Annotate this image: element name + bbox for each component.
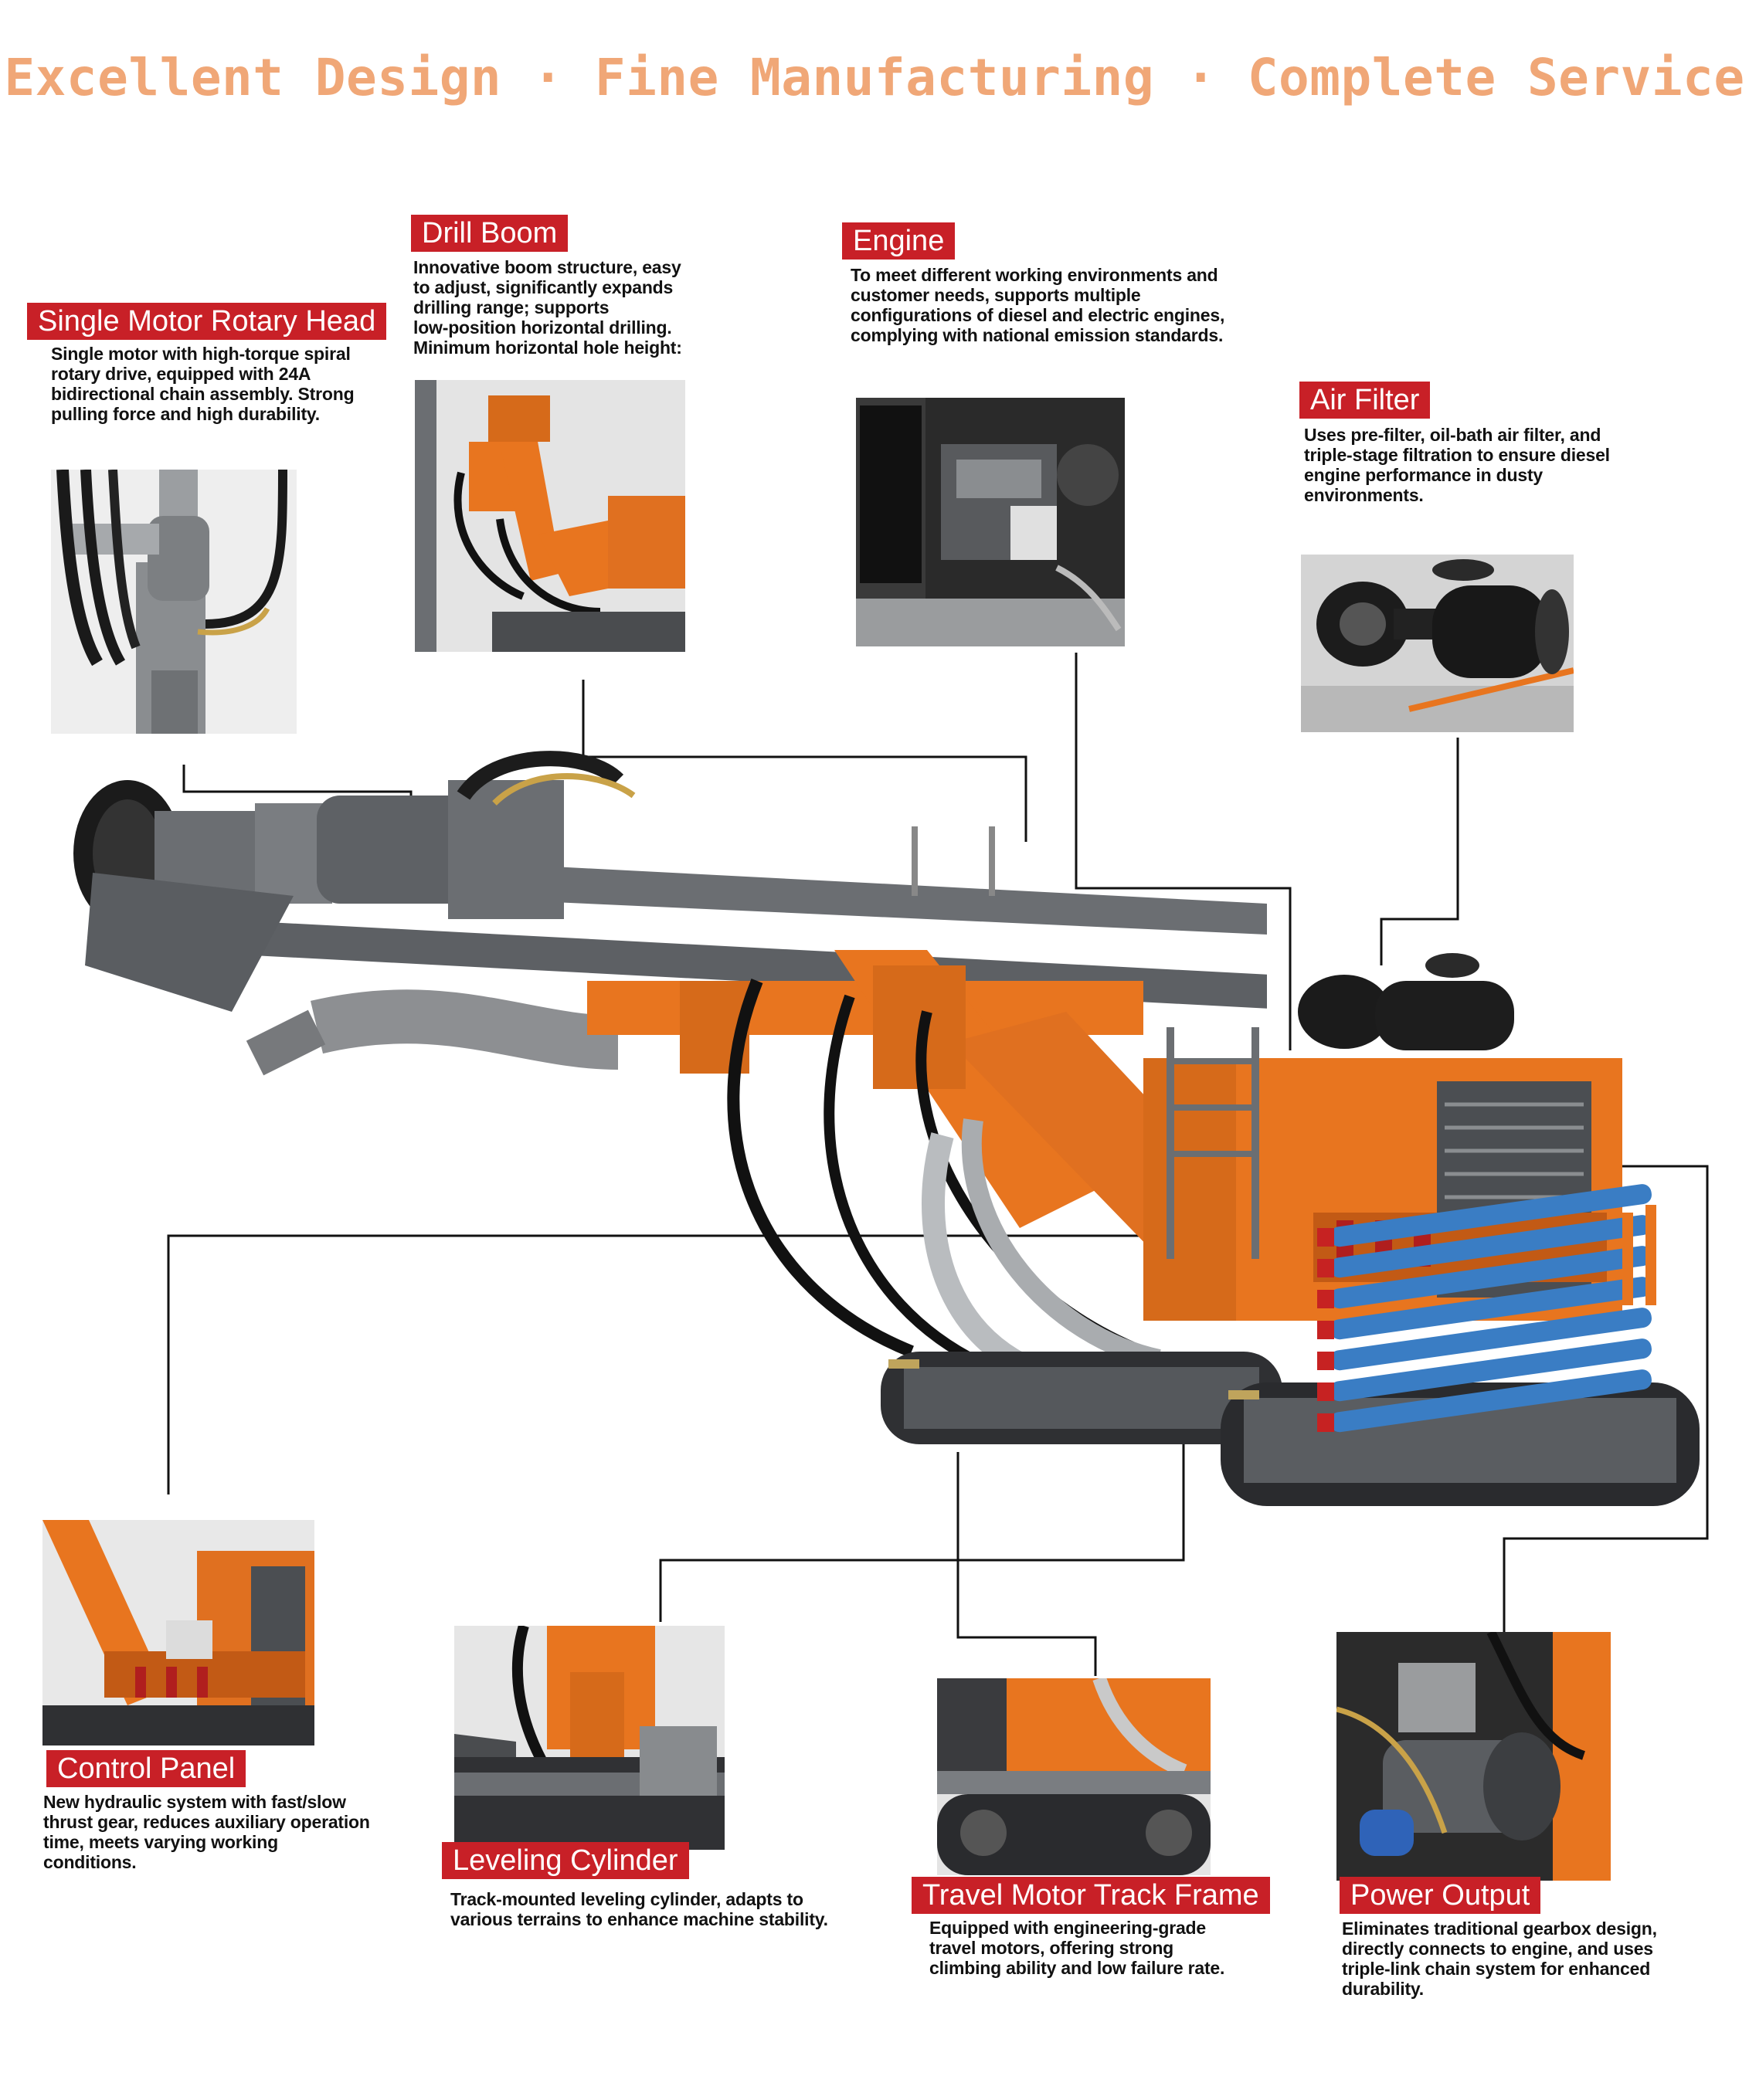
desc-drill-boom: Innovative boom structure, easy to adjus… [413,257,682,358]
label-travel-motor: Travel Motor Track Frame [912,1877,1270,1914]
label-power-output: Power Output [1340,1877,1541,1914]
desc-engine: To meet different working environments a… [851,265,1225,345]
label-control-panel: Control Panel [46,1750,246,1787]
desc-control-panel: New hydraulic system with fast/slow thru… [43,1792,370,1872]
desc-power-output: Eliminates traditional gearbox design, d… [1342,1918,1657,1999]
photo-travel-motor [937,1678,1211,1875]
photo-air-filter [1301,555,1574,732]
drill-rig-illustration [62,749,1715,1568]
photo-control-panel [42,1520,314,1745]
connector-engine [1075,653,1292,1050]
label-engine: Engine [842,222,956,260]
label-air-filter: Air Filter [1299,382,1431,419]
label-rotary-head: Single Motor Rotary Head [27,303,387,340]
desc-leveling-cylinder: Track-mounted leveling cylinder, adapts … [450,1889,828,1929]
photo-engine [856,398,1125,646]
label-leveling-cylinder: Leveling Cylinder [442,1842,689,1879]
connector-control-panel [167,1234,1267,1494]
connector-leveling [659,1367,1185,1622]
photo-power-output [1336,1632,1611,1881]
headline: Excellent Design · Fine Manufacturing · … [4,48,1745,107]
desc-rotary-head: Single motor with high-torque spiral rot… [51,344,355,424]
connector-travel-motor [956,1452,1097,1676]
photo-drill-boom [415,380,685,652]
desc-air-filter: Uses pre-filter, oil-bath air filter, an… [1304,425,1610,505]
connector-drill-boom [582,680,1027,842]
connector-air-filter [1380,738,1459,965]
desc-travel-motor: Equipped with engineering-grade travel m… [929,1918,1225,1978]
photo-leveling-cylinder [454,1626,725,1850]
connector-power-output [1503,1165,1709,1637]
label-drill-boom: Drill Boom [411,215,569,252]
photo-rotary-head [51,470,297,734]
